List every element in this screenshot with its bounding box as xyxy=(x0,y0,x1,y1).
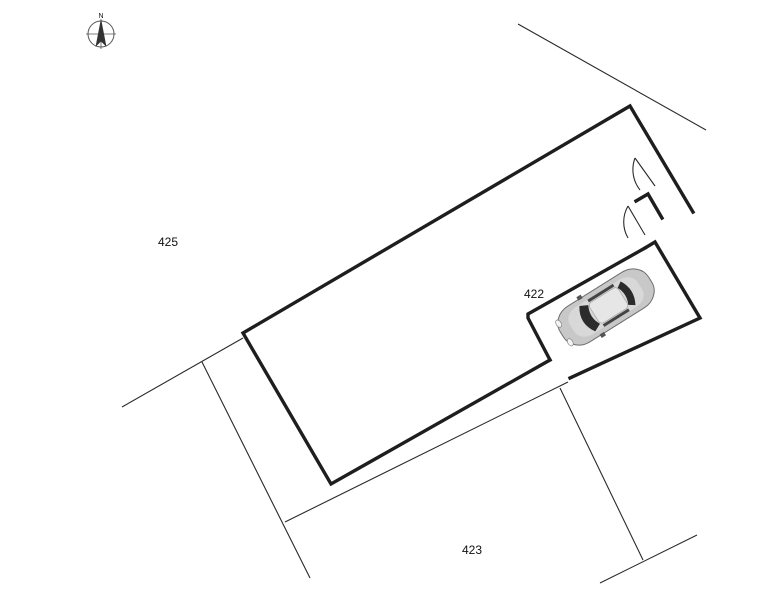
compass-letter: N xyxy=(98,13,103,20)
building-step xyxy=(633,191,665,221)
boundary-line-ne xyxy=(517,23,707,131)
boundary-line-se xyxy=(559,387,644,561)
door-swing-upper xyxy=(632,157,656,191)
boundary-line-s xyxy=(284,381,569,523)
car-icon xyxy=(555,268,655,347)
lot-label-425: 425 xyxy=(158,235,178,249)
lot-boundaries xyxy=(121,23,707,584)
door-swing-lower xyxy=(623,205,646,239)
building-wall-body xyxy=(240,103,696,487)
parking-bay-wall xyxy=(526,245,648,363)
lot-label-422: 422 xyxy=(524,287,544,301)
lot-label-423: 423 xyxy=(462,543,482,557)
building-wall-main xyxy=(567,239,703,381)
north-arrow-icon: N xyxy=(86,13,116,49)
boundary-line-sw xyxy=(201,361,311,579)
building-outline xyxy=(240,103,703,487)
boundary-line-bottom xyxy=(599,534,698,584)
boundary-line-w xyxy=(121,337,244,408)
